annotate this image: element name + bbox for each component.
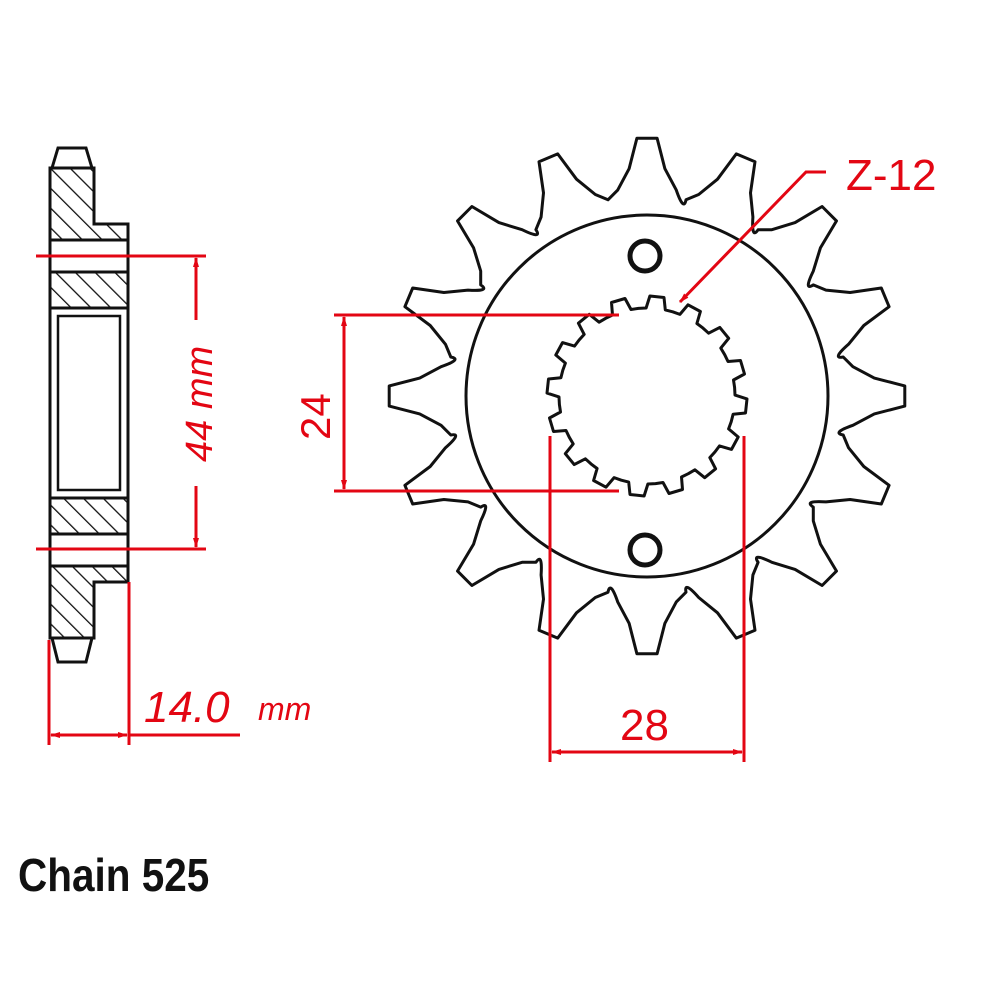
bore-width-label: 28: [620, 701, 669, 750]
hub-diameter-dimension: [36, 254, 206, 551]
side-section-view: [48, 146, 130, 664]
thickness-dimension: [47, 582, 240, 745]
hub-circle: [464, 213, 830, 579]
bolt-hole-top: [627, 238, 663, 274]
upper-hub-section: [48, 270, 130, 310]
bore-width-dimension: [548, 436, 746, 762]
bore-height-dimension: [334, 313, 619, 493]
upper-flange-section: [48, 166, 130, 242]
bolt-hole-bottom: [627, 532, 663, 568]
thickness-unit-label: mm: [258, 691, 311, 727]
top-tooth-profile: [49, 146, 95, 170]
spline-count-label: Z-12: [846, 151, 936, 200]
hub-diameter-label: 44 mm: [179, 346, 221, 462]
bottom-tooth-profile: [50, 636, 94, 664]
spline-count-leader: [678, 170, 826, 304]
spline-bore: [545, 294, 749, 498]
chain-size-title: Chain 525: [18, 849, 210, 901]
lower-flange-section: [48, 564, 130, 640]
thickness-value-label: 14.0: [144, 683, 230, 732]
front-view: [387, 136, 907, 656]
lower-hub-section: [48, 496, 130, 536]
bore-height-label: 24: [292, 393, 339, 440]
bore-inner: [56, 314, 122, 492]
